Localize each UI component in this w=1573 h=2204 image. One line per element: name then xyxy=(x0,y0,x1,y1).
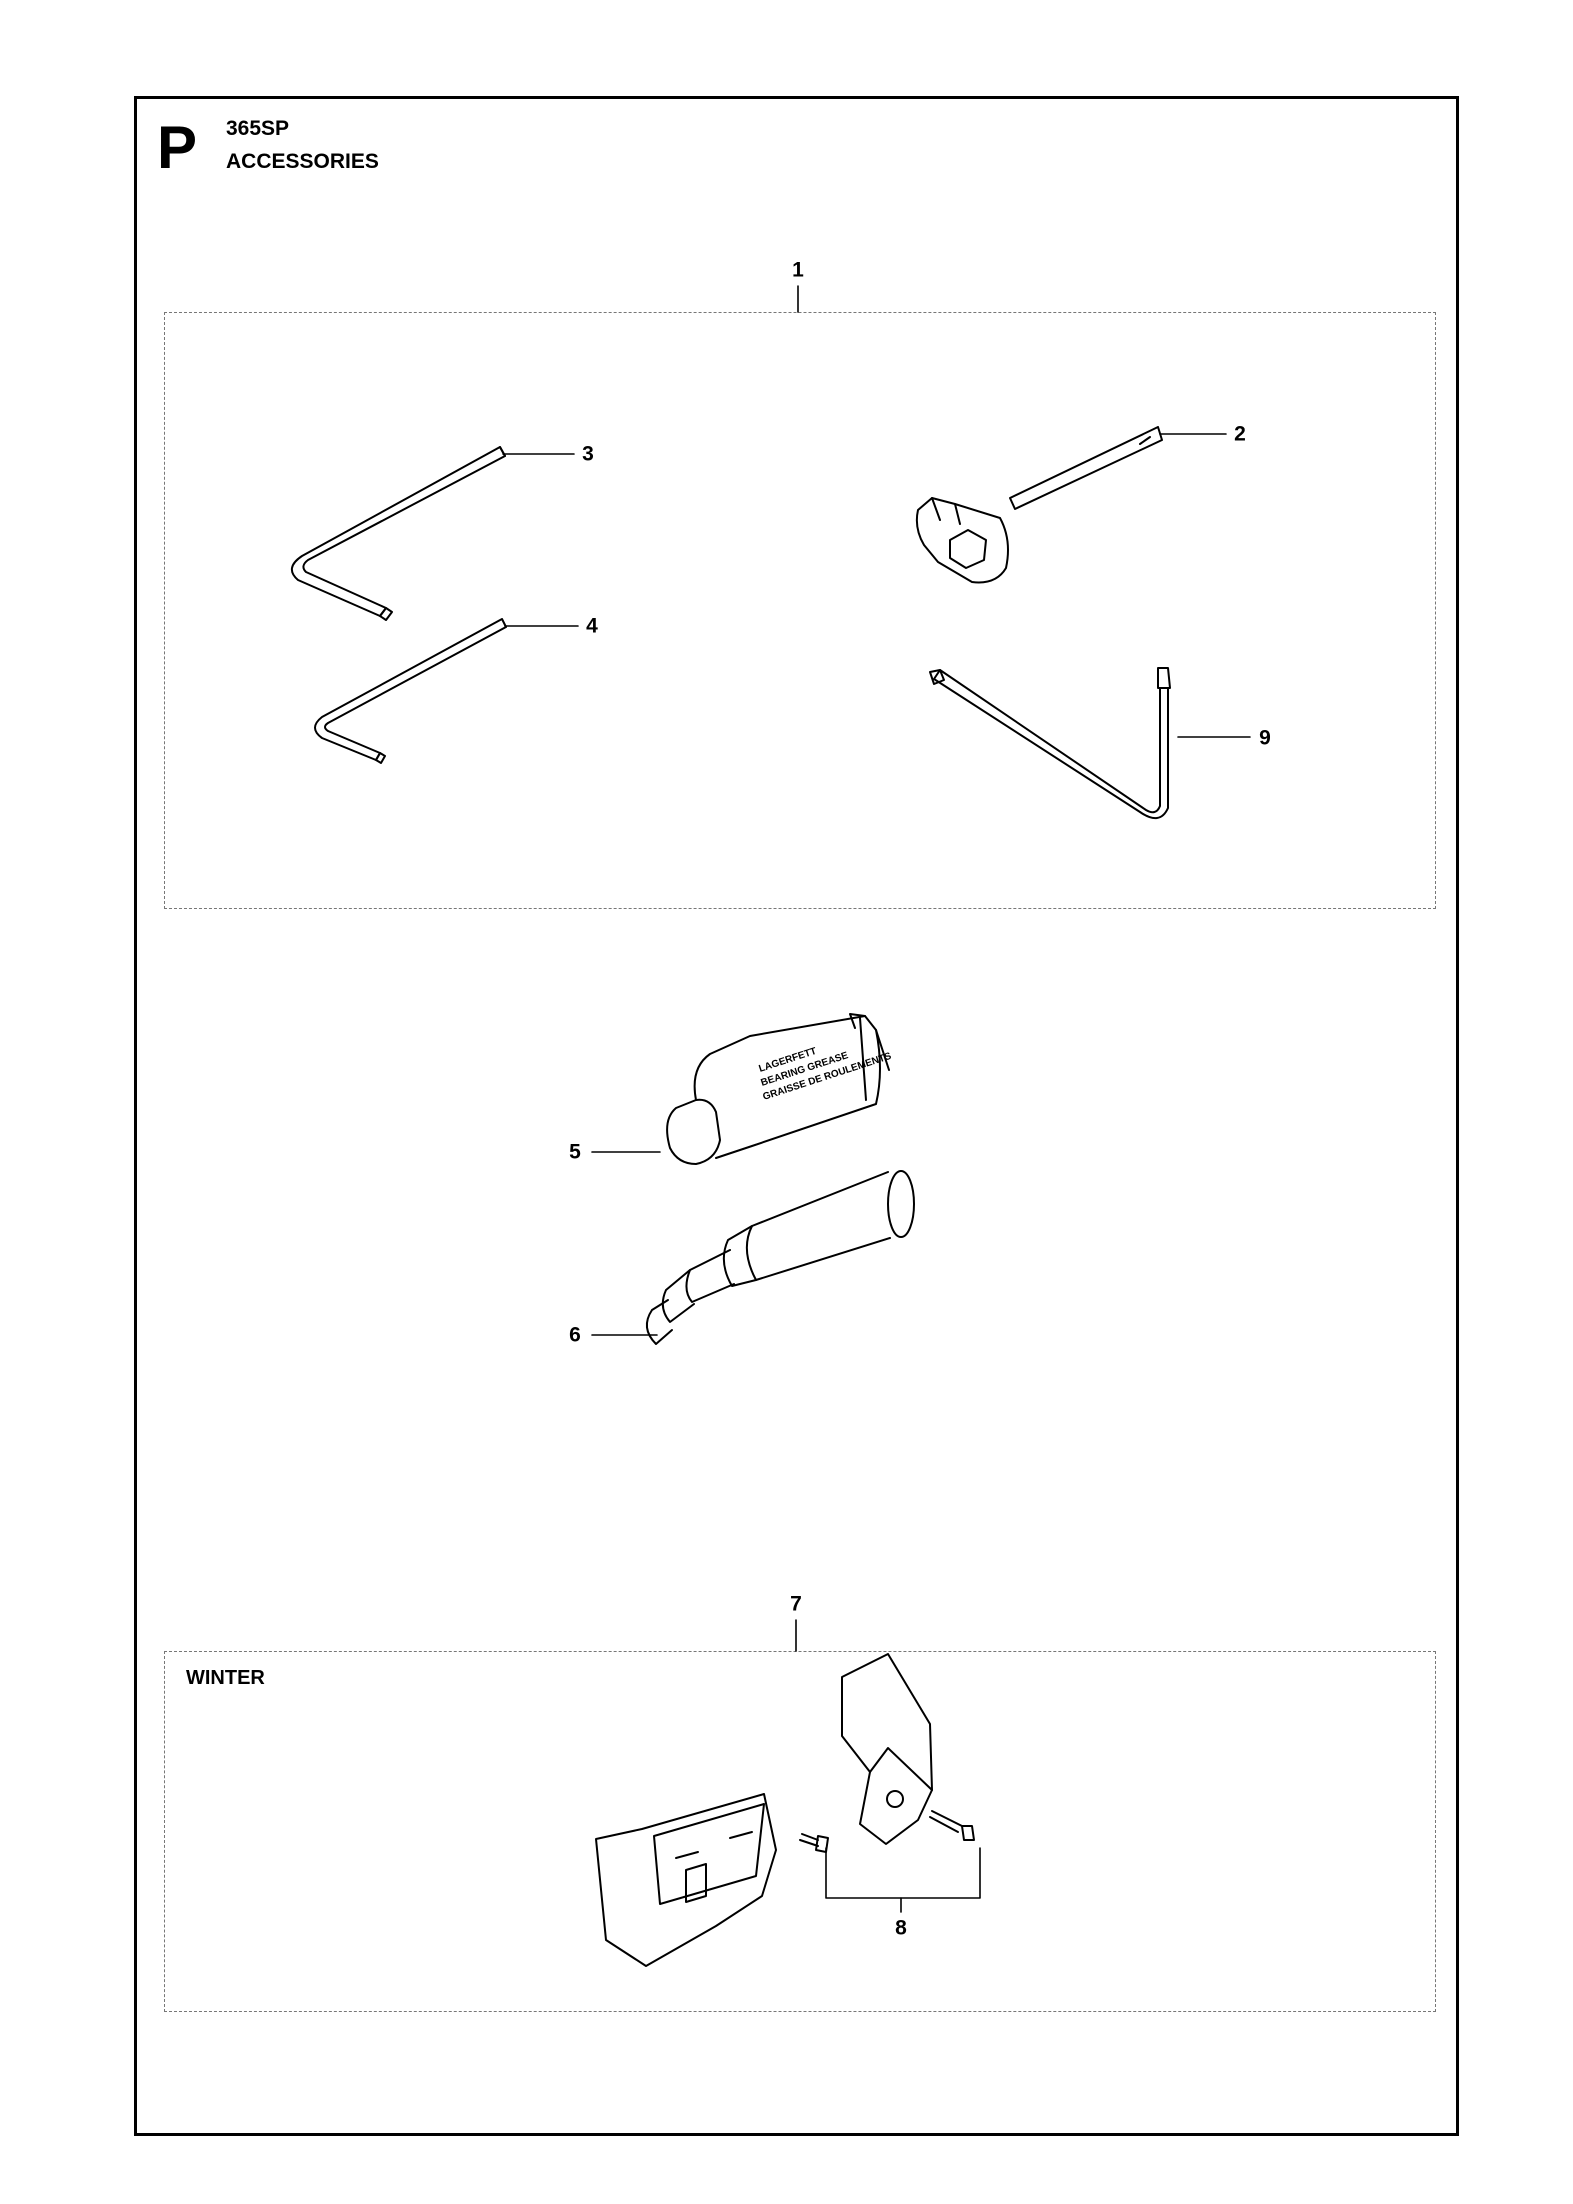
torx-key xyxy=(929,667,1171,819)
winter-kit-group-box xyxy=(164,1651,1436,2012)
hex-key-small xyxy=(314,618,507,764)
callout-1: 1 xyxy=(792,258,804,282)
combination-wrench xyxy=(915,426,1163,584)
winter-screws xyxy=(799,1810,975,1853)
winter-shutter xyxy=(841,1653,933,1845)
grease-gun xyxy=(645,1170,915,1345)
winter-cover-panel xyxy=(595,1793,777,1967)
callout-3: 3 xyxy=(582,442,594,466)
section-title: ACCESSORIES xyxy=(226,150,379,173)
callout-7: 7 xyxy=(790,1592,802,1616)
leader-lines xyxy=(502,285,1251,1913)
callout-9: 9 xyxy=(1259,726,1271,750)
callout-4: 4 xyxy=(586,614,598,638)
grease-tube-label: LAGERFETT BEARING GREASE GRAISSE DE ROUL… xyxy=(758,1046,894,1103)
section-letter: P xyxy=(157,114,198,181)
callout-2: 2 xyxy=(1234,422,1246,446)
callout-6: 6 xyxy=(569,1323,581,1347)
callout-8: 8 xyxy=(895,1916,907,1940)
callout-5: 5 xyxy=(569,1140,581,1164)
grease-tube xyxy=(666,1013,890,1165)
page-frame xyxy=(134,96,1459,2136)
winter-group-label: WINTER xyxy=(186,1667,265,1689)
hex-key-large xyxy=(291,446,506,621)
tool-kit-group-box xyxy=(164,312,1436,909)
model-code: 365SP xyxy=(226,117,290,140)
